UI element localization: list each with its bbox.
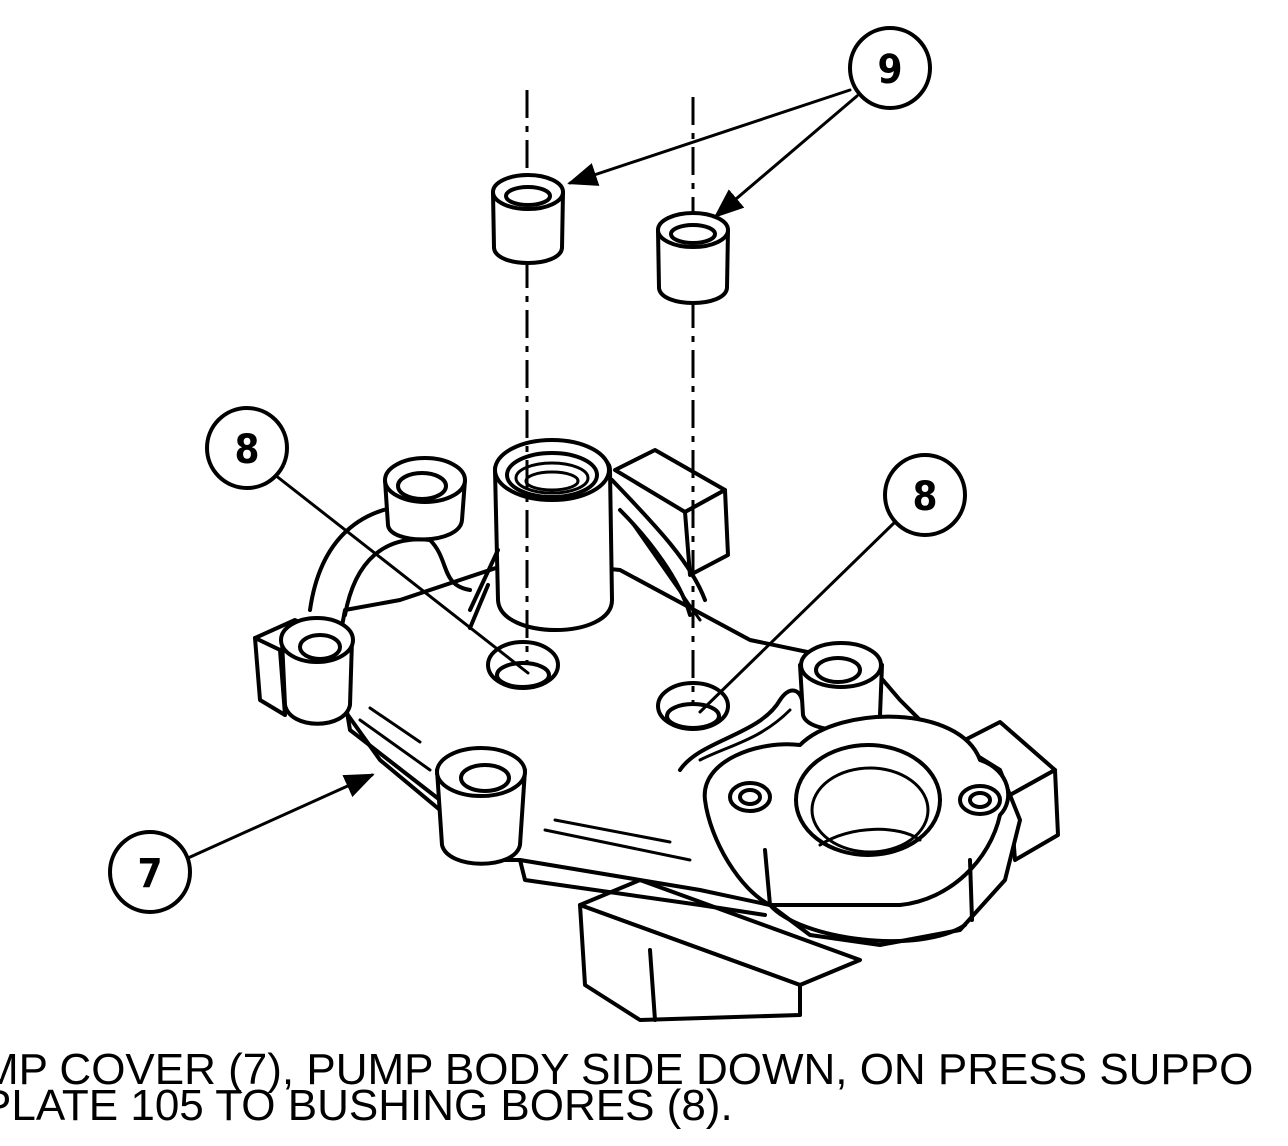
caption-line-1: MP COVER (7), PUMP BODY SIDE DOWN, ON PR… bbox=[0, 1045, 1254, 1094]
callout-8-left: 8 bbox=[205, 406, 289, 490]
caption-line-2: PLATE 105 TO BUSHING BORES (8). bbox=[0, 1081, 733, 1130]
leader-9-to-left-bushing bbox=[567, 88, 852, 186]
callout-8-right-label: 8 bbox=[912, 474, 937, 520]
press-support-block-front bbox=[578, 878, 862, 1022]
callout-7: 7 bbox=[108, 830, 192, 914]
leader-8-right bbox=[698, 520, 897, 714]
leader-9-to-right-bushing bbox=[713, 94, 859, 218]
bushing-left bbox=[491, 173, 565, 265]
leader-8-left bbox=[273, 473, 530, 675]
bushing-right bbox=[656, 211, 730, 305]
leader-7 bbox=[186, 773, 375, 860]
callout-8-right: 8 bbox=[883, 453, 967, 537]
instruction-caption: MP COVER (7), PUMP BODY SIDE DOWN, ON PR… bbox=[0, 1045, 1288, 1130]
callout-9-label: 9 bbox=[877, 47, 902, 93]
press-support-block-back bbox=[613, 448, 730, 577]
callout-7-label: 7 bbox=[137, 851, 162, 897]
callout-9: 9 bbox=[848, 26, 932, 110]
callout-8-left-label: 8 bbox=[234, 427, 259, 473]
